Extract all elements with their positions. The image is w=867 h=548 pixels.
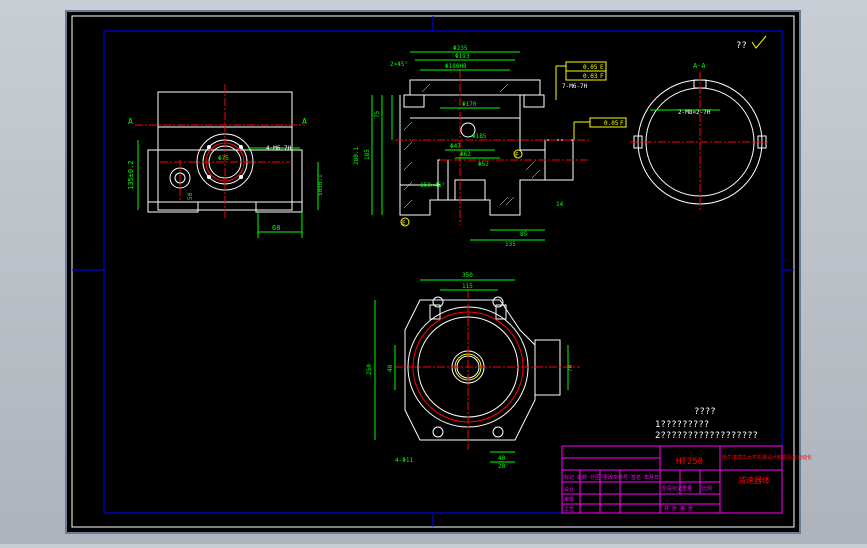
section-label-right: A <box>302 117 307 126</box>
plan-dim-holes: 4-Φ11 <box>395 457 413 464</box>
tolerance-3-ref: F <box>620 120 624 127</box>
section-view: Φ235 Φ193 Φ180H8 Φ170 Φ185 Φ47 Φ62 Φ52 2… <box>353 45 627 248</box>
side-dim-bore: Φ75 <box>218 155 229 162</box>
section-dim-d7: Φ62 <box>460 151 471 158</box>
side-dim-height: 135±0.2 <box>127 160 135 190</box>
section-dim-d2: Φ193 <box>455 53 470 60</box>
material-label: HT250 <box>676 457 703 467</box>
plan-view: 350 115 250 40 70 4-Φ11 40 28 <box>366 272 580 470</box>
side-dim-r: 50±0.1 <box>317 174 324 196</box>
side-dim-width: 68 <box>272 224 280 232</box>
note-2: 2?????????????????? <box>655 431 758 441</box>
section-dim-chamfer: 2×45° <box>390 61 408 68</box>
section-dim-chamfer2: 150×45° <box>420 182 445 189</box>
plan-dim-b1: 40 <box>498 455 506 462</box>
company-label: 哈尔滨理工大学机械设计制造及其自动化 <box>722 454 812 461</box>
plan-dim-h2: 40 <box>387 364 394 372</box>
side-dim-hole: 4-M6-7H <box>266 145 292 152</box>
tolerance-1-ref: E <box>600 64 604 71</box>
section-dim-h3: 75 <box>374 110 381 118</box>
stage-label: 阶段标记 <box>662 485 682 492</box>
section-dim-d5: Φ185 <box>472 133 487 140</box>
tolerance-2-ref: F <box>600 73 604 80</box>
aa-view: A-A 2-M8×2-7H <box>630 62 770 212</box>
roughness-icon <box>751 35 767 49</box>
section-dim-d4: Φ170 <box>462 101 477 108</box>
section-label-left: A <box>128 117 133 126</box>
section-dim-d6: Φ47 <box>450 143 461 150</box>
border-frame <box>103 30 783 514</box>
aa-view-label: A-A <box>693 62 706 70</box>
side-view: A A 135±0.2 68 4-M6-7H 50 50±0.1 Φ75 <box>127 84 324 238</box>
section-dim-height: 280.1 <box>353 147 360 165</box>
title-row-2: 审核 <box>564 496 574 503</box>
notes-title: ???? <box>694 407 716 417</box>
note-1: 1????????? <box>655 420 709 430</box>
plan-dim-w1: 350 <box>462 272 473 279</box>
scale-label: 比例 <box>702 485 712 492</box>
section-dim-tap: 7-M6-7H <box>562 83 588 90</box>
section-dim-d3: Φ180H8 <box>445 63 467 70</box>
plan-dim-h1: 250 <box>366 364 373 375</box>
tolerance-1-value: 0.05 <box>583 64 598 71</box>
section-dim-d8: Φ52 <box>478 161 489 168</box>
plan-dim-b2: 28 <box>498 463 506 470</box>
sheet-label: 共 张 第 张 <box>664 505 693 512</box>
section-dim-h2: 185 <box>364 149 371 160</box>
tolerance-3-value: 0.05 <box>604 120 619 127</box>
tolerance-2-value: 0.03 <box>583 73 598 80</box>
datum-e: E <box>402 220 406 227</box>
section-dim-w2: 135 <box>505 241 516 248</box>
part-name: 减速器体 <box>738 475 770 485</box>
roughness-mark-text: ?? <box>736 41 747 51</box>
title-row-1: 设计 <box>564 486 574 493</box>
side-dim-small: 50 <box>187 192 194 200</box>
section-dim-w1: 85 <box>520 231 528 238</box>
section-dim-w3: 14 <box>556 201 564 208</box>
title-row-3: 工艺 <box>564 507 574 513</box>
datum-f: F <box>515 152 519 159</box>
section-dim-d1: Φ235 <box>453 45 468 52</box>
title-row-0: 标记 处数 分区 更改文件号 签名 年月日 <box>564 474 659 481</box>
title-block: HT250 哈尔滨理工大学机械设计制造及其自动化 减速器体 标记 处数 分区 更… <box>561 445 812 514</box>
plan-dim-h3: 70 <box>567 364 574 372</box>
weight-label: 重量 <box>682 485 692 492</box>
centering-marks <box>72 16 794 527</box>
aa-dim-tap: 2-M8×2-7H <box>678 109 711 116</box>
plan-dim-w2: 115 <box>462 283 473 290</box>
